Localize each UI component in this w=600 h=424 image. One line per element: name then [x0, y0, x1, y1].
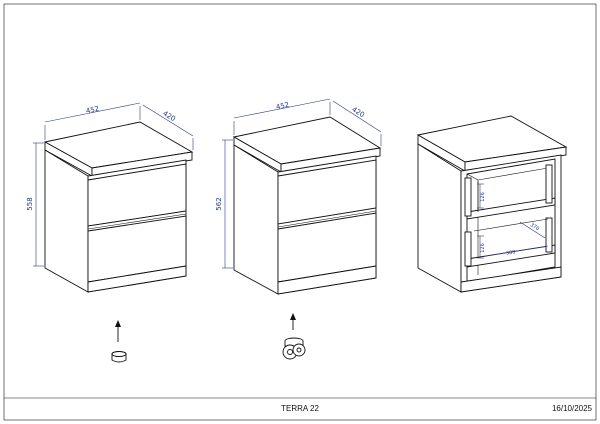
dim-drawer-width-label: 380: [506, 249, 516, 256]
drawing-frame: [3, 3, 597, 421]
drawer-lower-back-edge: [473, 218, 549, 232]
arrow-up-icon: [290, 313, 296, 320]
furniture-glide-icon: [111, 351, 127, 363]
runner-lower: [464, 231, 472, 267]
dim-line-drawer-width: [485, 245, 549, 257]
plinth: [460, 266, 562, 293]
castor-wheel-icon: [282, 337, 306, 360]
drawer-box-top: [466, 197, 556, 220]
runner-lower-back: [545, 217, 553, 253]
dim-line-width: [44, 102, 141, 123]
drawing-title: TERRA 22: [281, 404, 319, 413]
dim-width-label: 452: [275, 101, 290, 112]
top-edge-front: [464, 146, 567, 172]
drawer-gap-line-2: [87, 213, 187, 230]
inner-corner-line: [466, 173, 479, 181]
dim-line-width: [233, 98, 331, 119]
inner-top-edge: [477, 167, 549, 181]
dim-line-depth: [332, 100, 382, 133]
plinth: [87, 265, 187, 293]
view-nightstand-castors: 452 420 562: [215, 98, 382, 360]
dim-height-label: 562: [215, 197, 223, 210]
drawing-date: 16/10/2025: [552, 404, 593, 413]
runner-upper: [464, 177, 472, 217]
view-nightstand-glides: 452 420 558: [26, 102, 194, 363]
dim-drawer-height-top-label: 126: [480, 192, 486, 202]
dim-width-label: 452: [85, 105, 100, 116]
arrow-up-icon: [115, 320, 121, 327]
drawer-gap-line: [277, 210, 377, 228]
dim-line-depth: [142, 104, 194, 137]
dim-line-drawer-depth: [519, 221, 546, 239]
top-edge-front: [91, 151, 193, 177]
dim-drawer-depth-label: 370: [529, 222, 540, 232]
plinth: [277, 265, 377, 295]
dim-height-label: 558: [26, 197, 34, 210]
drawer-top: [277, 159, 377, 225]
view-interior-runners: 126 126 380 370: [416, 115, 568, 293]
side-panel: [417, 143, 462, 293]
drawer-gap-line: [87, 210, 187, 227]
dim-drawer-height-bottom-label: 126: [480, 243, 486, 253]
side-panel: [44, 149, 89, 293]
top-edge-front: [280, 147, 381, 173]
side-panel: [233, 144, 279, 295]
runner-upper-back: [545, 164, 553, 204]
